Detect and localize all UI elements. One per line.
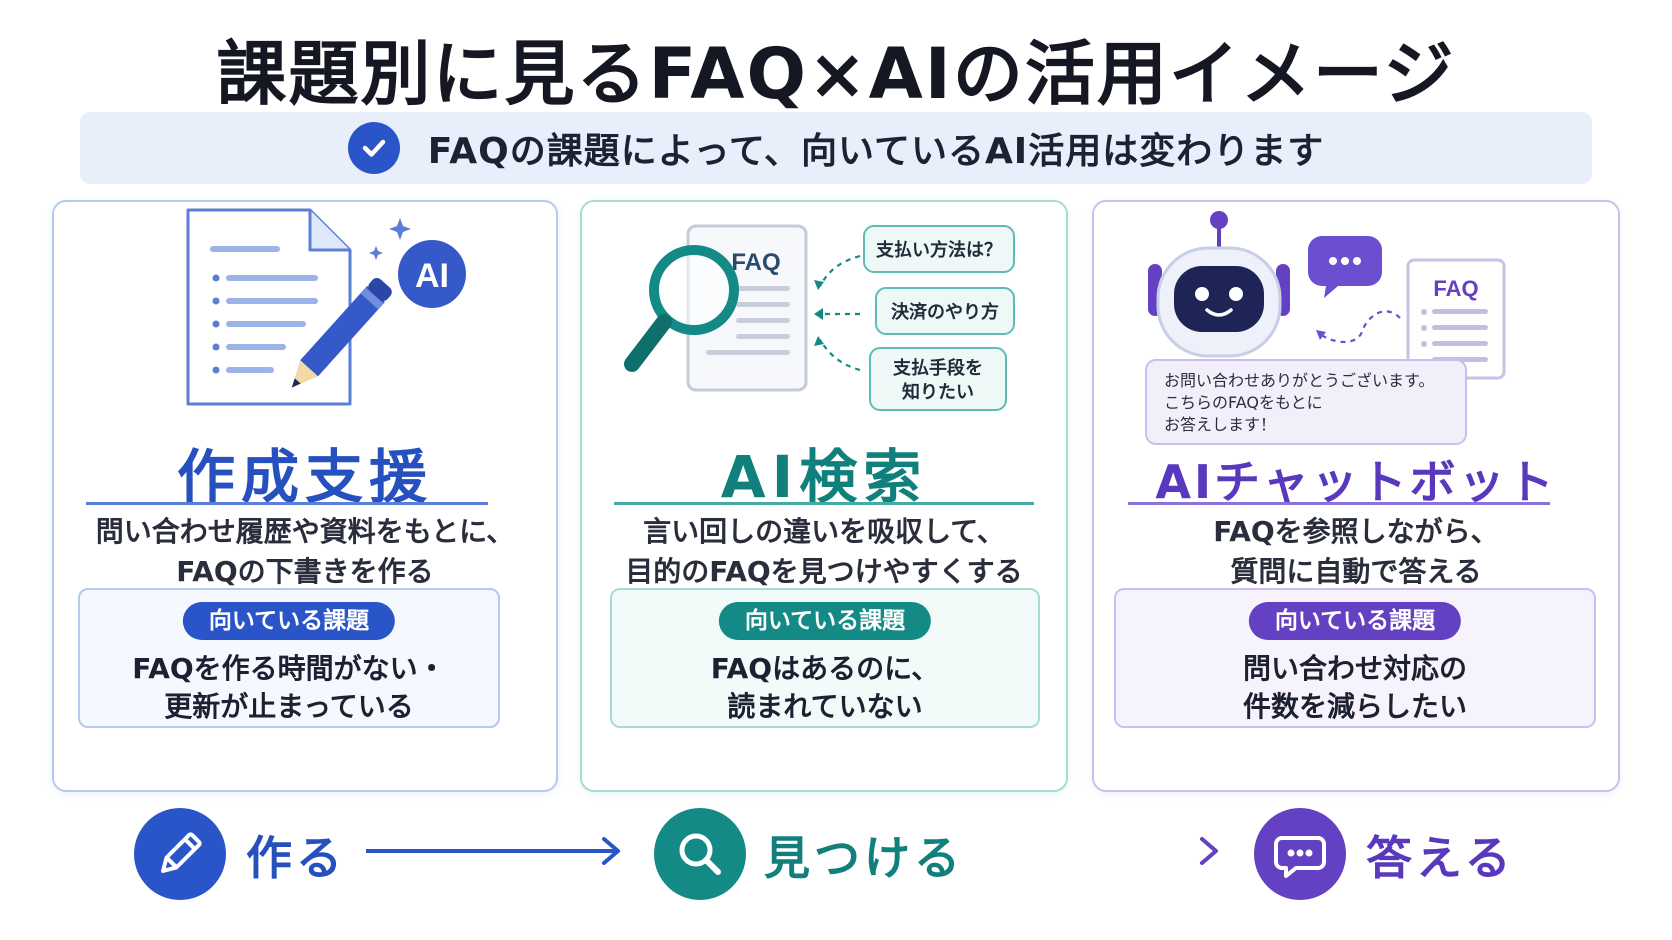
ai-badge-text: AI bbox=[415, 257, 449, 295]
fit-issue-text: 問い合わせ対応の 件数を減らしたい bbox=[1242, 652, 1467, 723]
divider bbox=[614, 502, 1034, 505]
divider bbox=[86, 502, 488, 505]
page-title: 課題別に見るFAQ×AIの活用イメージ bbox=[216, 33, 1456, 115]
card-title: 作成支援 bbox=[176, 443, 433, 511]
fit-issue-text: FAQを作る時間がない・ 更新が止まっている bbox=[132, 652, 446, 723]
subtitle-banner: FAQの課題によって、向いているAI活用は変わります bbox=[80, 112, 1592, 184]
flow-arrow bbox=[366, 837, 620, 865]
search-bubble: 支払手段を bbox=[892, 357, 983, 379]
fit-issue-box: 向いている課題 問い合わせ対応の 件数を減らしたい bbox=[1114, 588, 1596, 728]
card-description: FAQを参照しながら、 質問に自動で答える bbox=[1213, 515, 1499, 588]
card-description: 問い合わせ履歴や資料をもとに、 FAQの下書きを作る bbox=[95, 515, 515, 588]
fit-issue-tag: 向いている課題 bbox=[182, 602, 396, 640]
reply-line: お答えします！ bbox=[1164, 415, 1276, 434]
faq-doc-label: FAQ bbox=[731, 249, 780, 276]
card-description: 言い回しの違いを吸収して、 目的のFAQを見つけやすくする bbox=[625, 515, 1023, 588]
chat-icon bbox=[1254, 808, 1346, 900]
chatbot-illustration: FAQ お問い合わせありがとうございます。 こちらのFAQをもとに お答えします… bbox=[1145, 211, 1506, 445]
search-icon bbox=[654, 808, 746, 900]
flow-arrow bbox=[964, 837, 1218, 865]
card-ai-search: FAQ 支払い方法は？ 決済のやり方 支払手段を 知りたい AI検索 言い回しの… bbox=[580, 200, 1068, 792]
divider bbox=[1128, 502, 1550, 505]
reply-line: こちらのFAQをもとに bbox=[1164, 393, 1323, 412]
flow-step-label: 答える bbox=[1366, 831, 1515, 885]
search-bubble: 支払い方法は？ bbox=[875, 239, 1002, 261]
card-ai-chatbot: FAQ お問い合わせありがとうございます。 こちらのFAQをもとに お答えします… bbox=[1092, 200, 1620, 792]
pencil-icon bbox=[134, 808, 226, 900]
card-creation-support: AI 作成支援 問い合わせ履歴や資料をもとに、 FAQの下書きを作る 向いている… bbox=[52, 200, 558, 792]
flow-step-label: 見つける bbox=[764, 831, 964, 885]
fit-issue-box: 向いている課題 FAQを作る時間がない・ 更新が止まっている bbox=[78, 588, 500, 728]
fit-issue-tag: 向いている課題 bbox=[1248, 602, 1462, 640]
flow-step-label: 作る bbox=[246, 831, 346, 885]
check-icon bbox=[347, 122, 400, 174]
reply-line: お問い合わせありがとうございます。 bbox=[1164, 371, 1434, 390]
document-pencil-illustration: AI bbox=[186, 208, 466, 406]
search-bubble: 決済のやり方 bbox=[891, 301, 999, 323]
fit-issue-text: FAQはあるのに、 読まれていない bbox=[710, 652, 940, 723]
search-bubble: 知りたい bbox=[902, 381, 974, 403]
faq-search-illustration: FAQ 支払い方法は？ 決済のやり方 支払手段を 知りたい bbox=[624, 224, 1015, 411]
banner-text: FAQの課題によって、向いているAI活用は変わります bbox=[427, 131, 1325, 172]
card-title: AIチャットボット bbox=[1155, 455, 1557, 509]
fit-issue-box: 向いている課題 FAQはあるのに、 読まれていない bbox=[610, 588, 1040, 728]
fit-issue-tag: 向いている課題 bbox=[718, 602, 932, 640]
card-title: AI検索 bbox=[720, 443, 928, 511]
faq-doc-label: FAQ bbox=[1433, 276, 1478, 301]
